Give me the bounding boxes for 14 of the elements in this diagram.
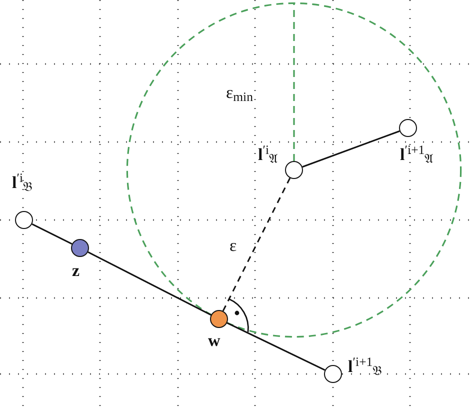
dashed-line (222, 178, 291, 312)
point-marker (15, 211, 33, 229)
line-segment (226, 322, 326, 371)
line-segment (32, 223, 72, 245)
line-segment (302, 130, 400, 168)
point-marker (399, 119, 417, 137)
point-marker (324, 365, 342, 383)
point-marker (210, 310, 228, 328)
point-label: z (72, 262, 80, 279)
point-label: w (208, 332, 220, 349)
epsilon-min-label: ε$_{min}$ (226, 84, 253, 101)
point-marker (71, 239, 89, 257)
point-marker (285, 161, 303, 179)
line-segment (88, 251, 212, 316)
